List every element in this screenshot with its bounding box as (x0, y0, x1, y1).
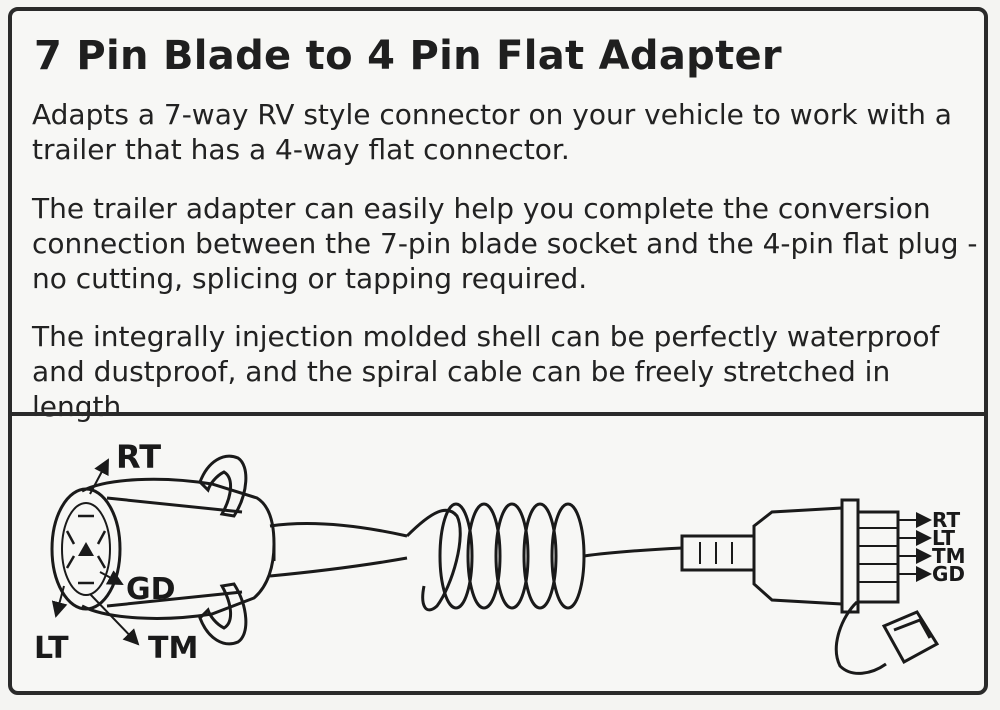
socket-label-tm: TM (148, 631, 198, 666)
socket-label-lt: LT (34, 631, 69, 666)
socket-label-gd: GD (126, 572, 176, 607)
product-card: 7 Pin Blade to 4 Pin Flat Adapter Adapts… (8, 7, 988, 695)
plug-label-tm: TM (932, 544, 966, 568)
coiled-cable-drawing (405, 502, 683, 612)
page-title: 7 Pin Blade to 4 Pin Flat Adapter (34, 33, 782, 79)
section-divider (12, 412, 984, 416)
plug-label-rt: RT (932, 508, 961, 532)
plug-pin-callouts (898, 512, 932, 582)
socket-pin-callouts (51, 458, 140, 646)
socket-label-rt: RT (116, 438, 161, 476)
description-paragraph-2: The trailer adapter can easily help you … (32, 192, 978, 295)
description-paragraph-3: The integrally injection molded shell ca… (32, 320, 940, 423)
four-pin-plug-drawing (680, 498, 940, 675)
seven-pin-socket-drawing (50, 454, 408, 646)
plug-label-gd: GD (932, 562, 965, 586)
adapter-wiring-diagram: RT GD LT TM RT LT TM GD (34, 438, 966, 675)
plug-label-lt: LT (932, 526, 955, 550)
description-paragraph-1: Adapts a 7-way RV style connector on you… (32, 98, 952, 166)
